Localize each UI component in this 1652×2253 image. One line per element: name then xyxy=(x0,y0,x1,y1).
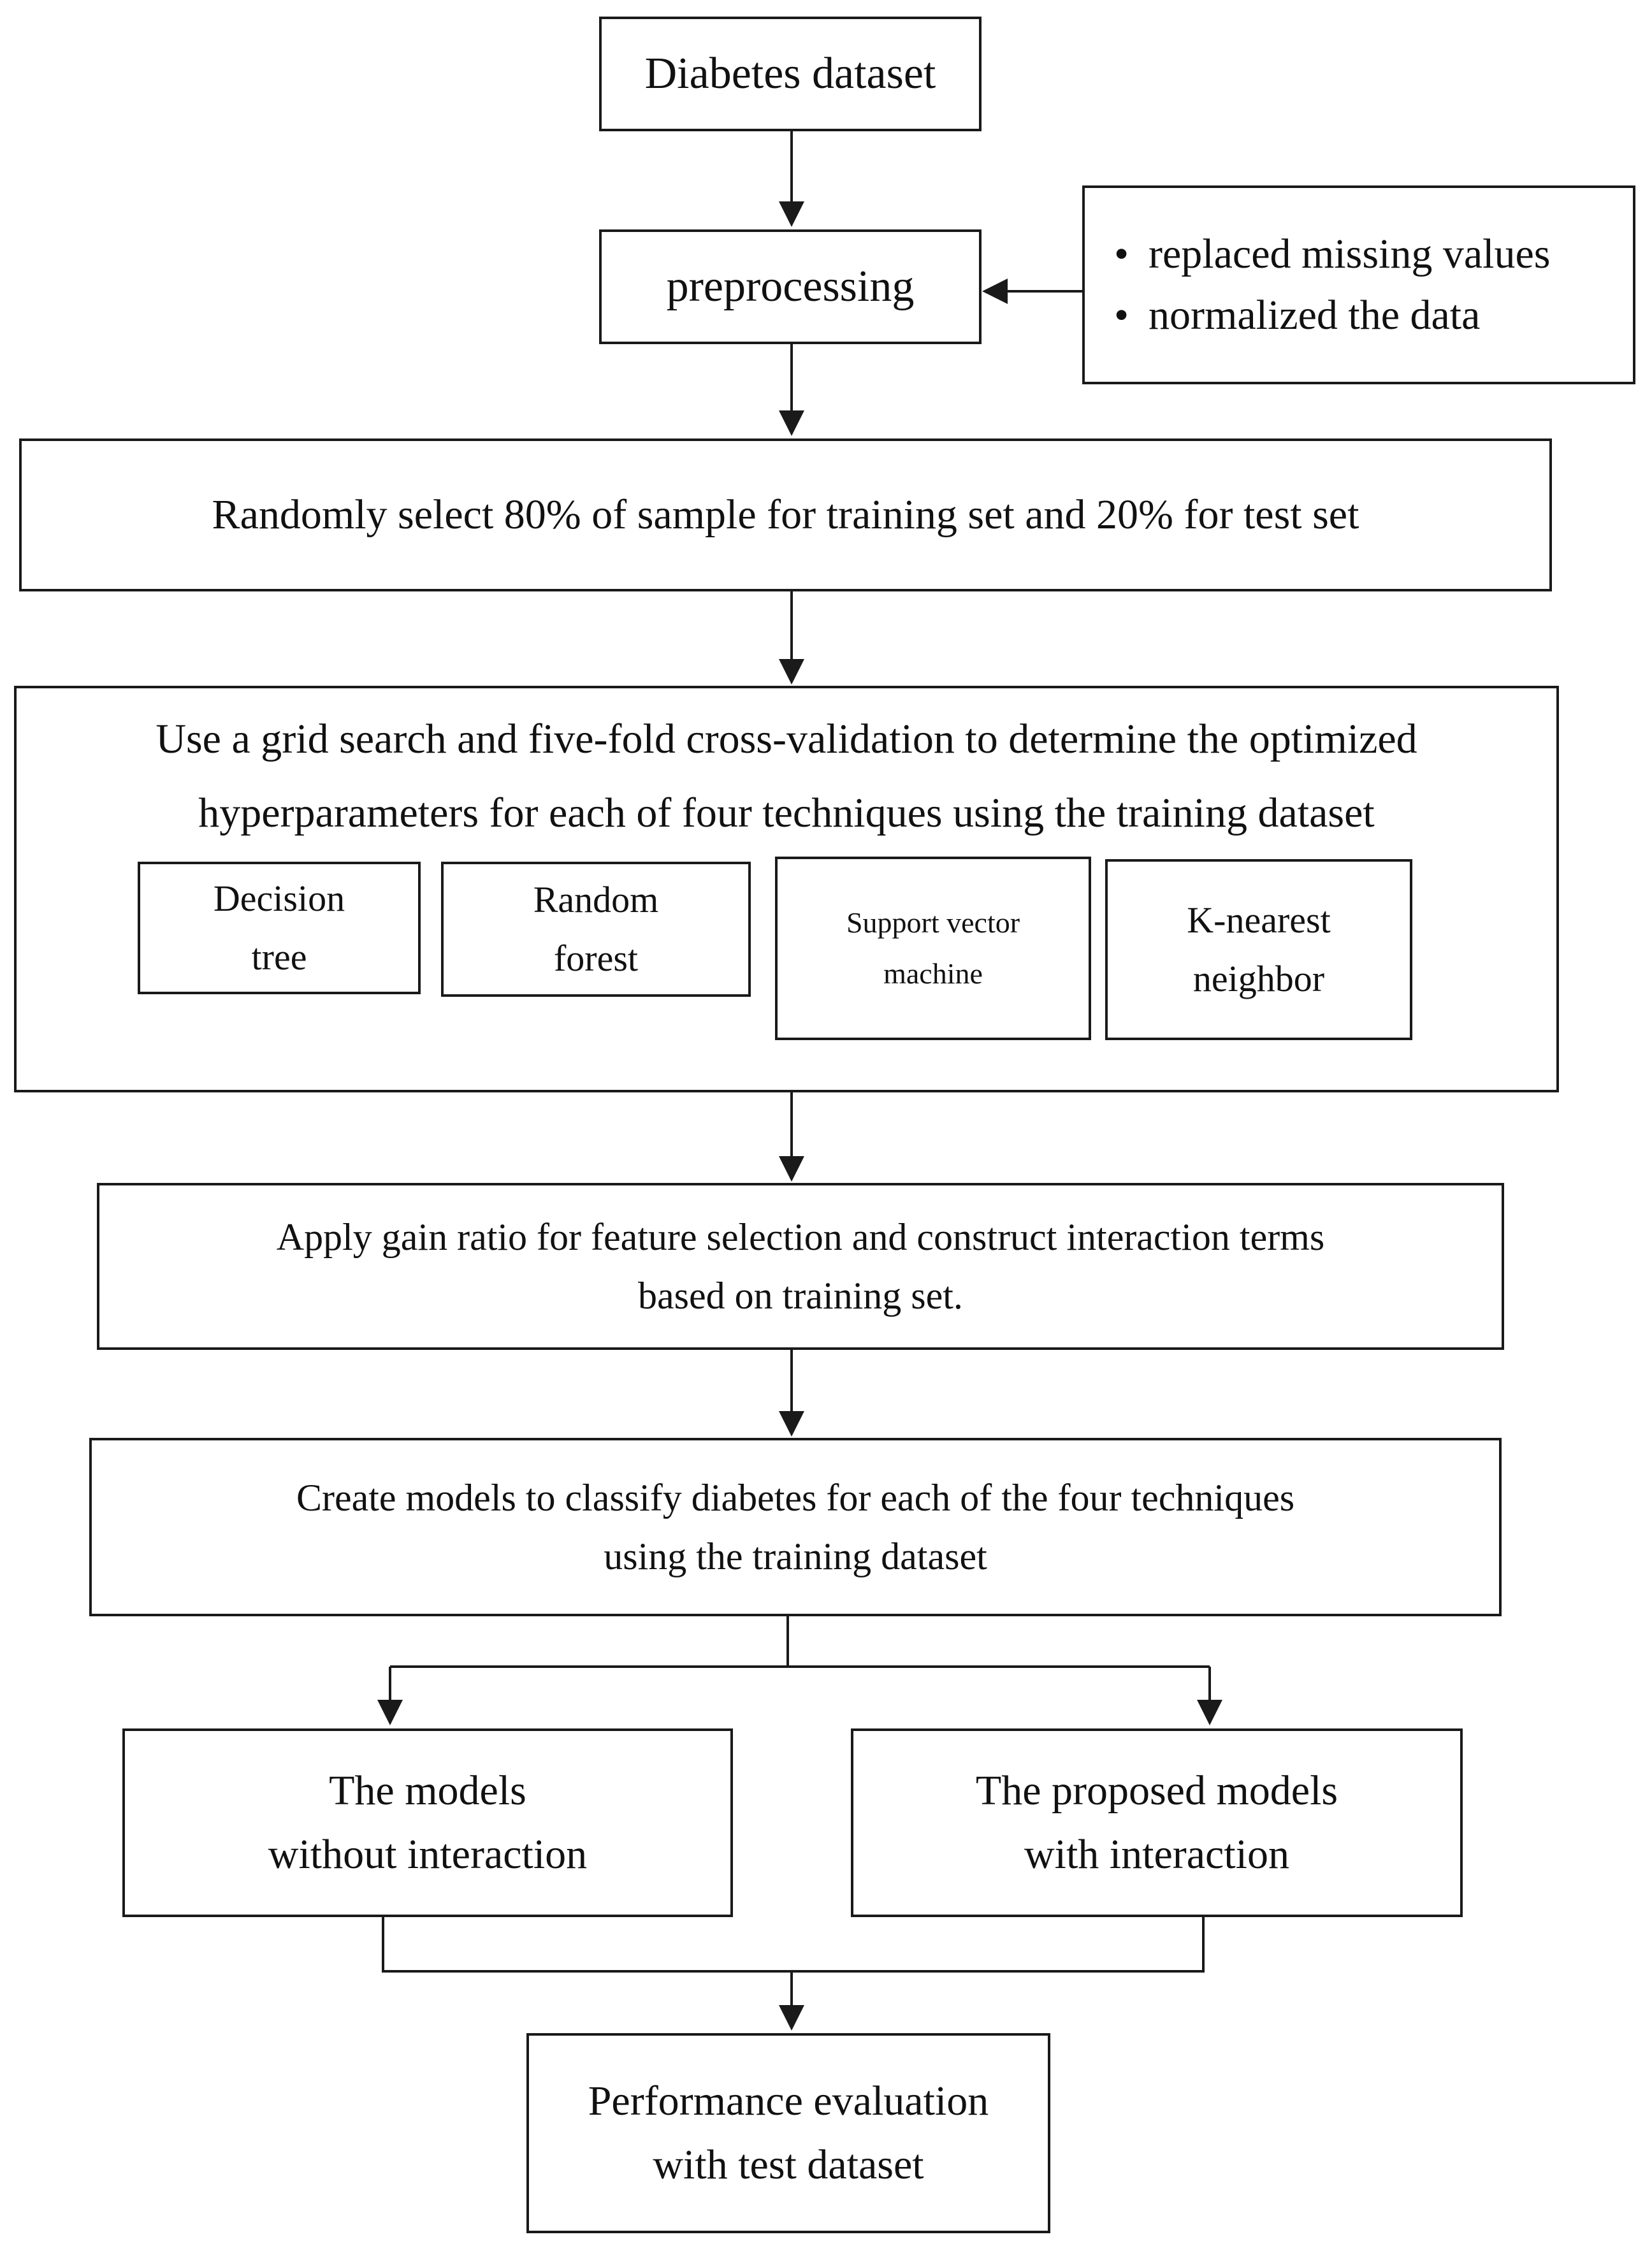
node-models-with-line: The proposed models xyxy=(975,1767,1338,1814)
node-models-without-interaction: The models without interaction xyxy=(122,1728,733,1917)
preprocessing-notes-list: •replaced missing values •normalized the… xyxy=(1085,224,1550,346)
technique-k-nearest-neighbor: K-nearest neighbor xyxy=(1105,859,1412,1040)
technique-decision-tree-line: tree xyxy=(251,936,307,978)
technique-knn-line: K-nearest xyxy=(1187,899,1331,941)
node-create-models-line: using the training dataset xyxy=(604,1535,987,1577)
node-preprocessing: preprocessing xyxy=(599,229,982,344)
preprocessing-note-item: •replaced missing values xyxy=(1114,231,1551,277)
technique-support-vector-machine: Support vector machine xyxy=(775,857,1091,1040)
node-models-with-line: with interaction xyxy=(1024,1831,1290,1878)
technique-random-forest-line: forest xyxy=(553,938,639,979)
node-performance-evaluation: Performance evaluation with test dataset xyxy=(526,2033,1050,2233)
technique-svm-line: Support vector xyxy=(846,906,1020,939)
preprocessing-note-item: •normalized the data xyxy=(1114,292,1481,338)
node-grid-search-text: Use a grid search and five-fold cross-va… xyxy=(17,702,1556,850)
node-performance-evaluation-line: with test dataset xyxy=(653,2141,924,2188)
node-models-without-line: without interaction xyxy=(268,1831,588,1878)
technique-random-forest-line: Random xyxy=(533,879,659,920)
grid-search-line: hyperparameters for each of four techniq… xyxy=(198,790,1375,836)
node-feature-selection: Apply gain ratio for feature selection a… xyxy=(97,1183,1504,1350)
node-create-models-line: Create models to classify diabetes for e… xyxy=(296,1477,1295,1519)
node-create-models: Create models to classify diabetes for e… xyxy=(89,1438,1502,1616)
node-train-test-split: Randomly select 80% of sample for traini… xyxy=(19,438,1552,591)
node-preprocessing-notes: •replaced missing values •normalized the… xyxy=(1082,185,1635,384)
node-diabetes-dataset: Diabetes dataset xyxy=(599,17,982,131)
node-performance-evaluation-line: Performance evaluation xyxy=(588,2078,989,2124)
grid-search-line: Use a grid search and five-fold cross-va… xyxy=(156,716,1417,762)
technique-svm-line: machine xyxy=(883,957,983,990)
node-train-test-split-label: Randomly select 80% of sample for traini… xyxy=(212,491,1359,538)
branch-line-create-models xyxy=(390,1609,789,1668)
node-models-without-line: The models xyxy=(329,1767,526,1814)
node-models-with-interaction: The proposed models with interaction xyxy=(851,1728,1463,1917)
node-preprocessing-label: preprocessing xyxy=(666,262,915,311)
merge-line-models xyxy=(382,1916,1205,1973)
node-feature-selection-line: based on training set. xyxy=(638,1275,963,1317)
technique-decision-tree-line: Decision xyxy=(213,878,345,919)
technique-random-forest: Random forest xyxy=(441,862,751,997)
technique-knn-line: neighbor xyxy=(1192,958,1325,999)
node-feature-selection-line: Apply gain ratio for feature selection a… xyxy=(276,1216,1325,1258)
technique-decision-tree: Decision tree xyxy=(138,862,421,994)
node-grid-search: Use a grid search and five-fold cross-va… xyxy=(14,686,1559,1092)
node-diabetes-dataset-label: Diabetes dataset xyxy=(644,49,936,98)
